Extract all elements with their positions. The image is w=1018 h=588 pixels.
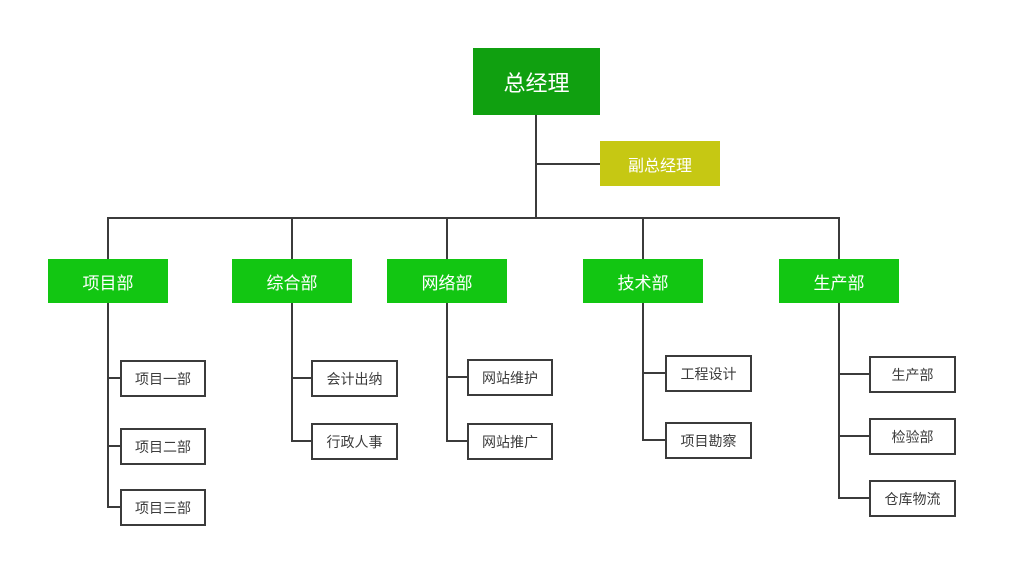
node-project-survey: 项目勘察 xyxy=(665,422,752,459)
connector-leaf-stub xyxy=(291,440,311,442)
node-inspection-unit: 检验部 xyxy=(869,418,956,455)
connector-col1-trunk xyxy=(107,303,109,508)
connector-dept5-stub xyxy=(838,217,840,259)
connector-col3-trunk xyxy=(446,303,448,442)
node-general-affairs-dept: 综合部 xyxy=(232,259,352,303)
node-production-dept: 生产部 xyxy=(779,259,899,303)
node-project-dept: 项目部 xyxy=(48,259,168,303)
connector-leaf-stub xyxy=(838,497,869,499)
node-engineering-design: 工程设计 xyxy=(665,355,752,392)
connector-leaf-stub xyxy=(107,445,120,447)
node-deputy-general-manager: 副总经理 xyxy=(600,141,720,186)
node-project-unit-1: 项目一部 xyxy=(120,360,206,397)
connector-dept3-stub xyxy=(446,217,448,259)
node-general-manager: 总经理 xyxy=(473,48,600,115)
node-website-maintenance: 网站维护 xyxy=(467,359,553,396)
connector-leaf-stub xyxy=(642,439,665,441)
node-accounting-cashier: 会计出纳 xyxy=(311,360,398,397)
connector-leaf-stub xyxy=(446,376,467,378)
connector-deputy-stub xyxy=(536,163,600,165)
node-project-unit-3: 项目三部 xyxy=(120,489,206,526)
connector-leaf-stub xyxy=(446,440,467,442)
connector-dept2-stub xyxy=(291,217,293,259)
connector-leaf-stub xyxy=(838,373,869,375)
connector-dept4-stub xyxy=(642,217,644,259)
connector-leaf-stub xyxy=(107,377,120,379)
connector-leaf-stub xyxy=(291,377,311,379)
node-admin-hr: 行政人事 xyxy=(311,423,398,460)
node-warehouse-logistics: 仓库物流 xyxy=(869,480,956,517)
connector-dept1-stub xyxy=(107,217,109,259)
node-technology-dept: 技术部 xyxy=(583,259,703,303)
connector-col5-trunk xyxy=(838,303,840,499)
connector-leaf-stub xyxy=(642,372,665,374)
node-network-dept: 网络部 xyxy=(387,259,507,303)
node-project-unit-2: 项目二部 xyxy=(120,428,206,465)
node-production-unit: 生产部 xyxy=(869,356,956,393)
connector-col2-trunk xyxy=(291,303,293,442)
connector-leaf-stub xyxy=(838,435,869,437)
node-website-promotion: 网站推广 xyxy=(467,423,553,460)
connector-ceo-trunk xyxy=(535,115,537,219)
connector-level2-bus xyxy=(107,217,840,219)
connector-leaf-stub xyxy=(107,506,120,508)
